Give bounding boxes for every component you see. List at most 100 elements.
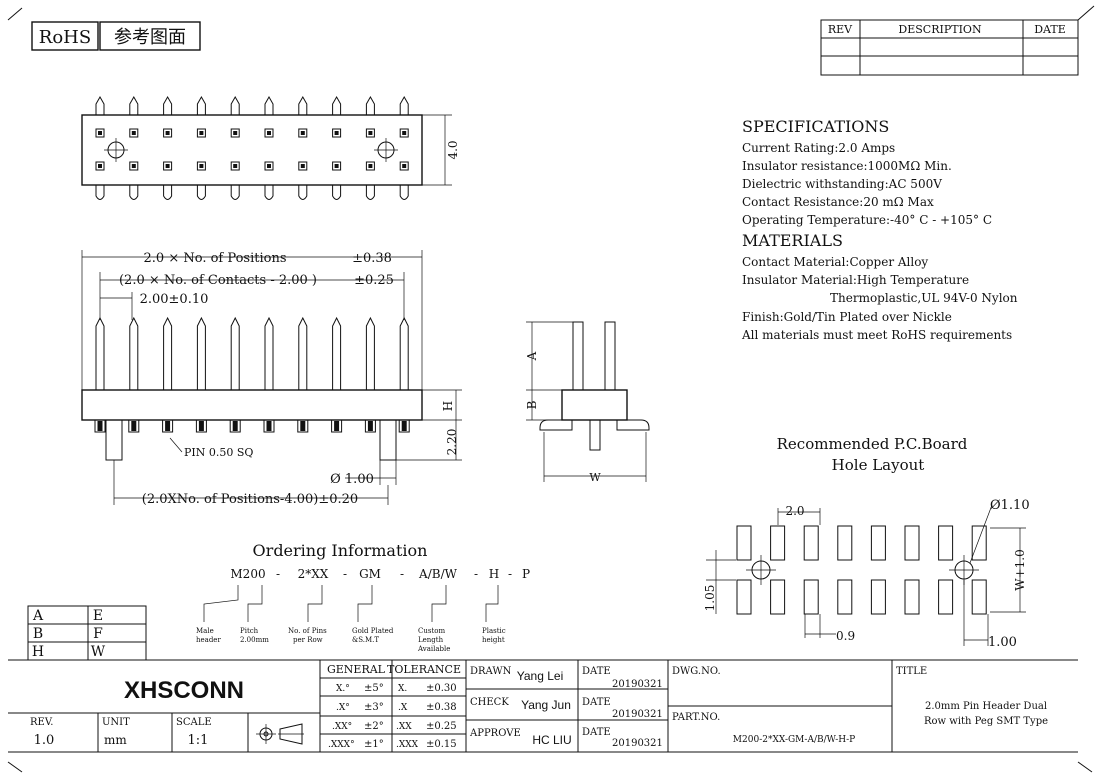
top-pin-tip bbox=[129, 95, 139, 115]
contact-square bbox=[163, 128, 173, 138]
code-abw: A/B/W bbox=[418, 567, 458, 581]
material-line: Thermoplastic,UL 94V-0 Nylon bbox=[830, 291, 1018, 305]
title-block: XHSCONN GENERAL TOLERANCE X.° ±5° X. ±0.… bbox=[8, 659, 1078, 753]
top-pins-upper bbox=[95, 95, 409, 115]
tol-linear: .X bbox=[398, 703, 408, 713]
scale-label: SCALE bbox=[176, 717, 212, 728]
front-pin bbox=[95, 316, 105, 390]
top-pin-tip bbox=[163, 95, 173, 115]
front-tail-core bbox=[401, 421, 407, 431]
w-plus-dim: W+1.0 bbox=[1013, 549, 1027, 590]
code-gm: GM bbox=[359, 567, 381, 581]
pcb-pad-upper bbox=[770, 525, 786, 561]
code-sep: - bbox=[474, 567, 478, 581]
note-line: Length bbox=[418, 636, 444, 644]
top-pins-lower bbox=[95, 185, 409, 200]
top-pin-tail bbox=[365, 185, 375, 200]
top-pin-tip bbox=[196, 95, 206, 115]
code-sep: - bbox=[508, 567, 512, 581]
row-spacing-dim: 1.05 bbox=[703, 585, 717, 612]
projection-symbol-icon bbox=[256, 723, 304, 745]
rohs-badge: RoHS 参考图面 bbox=[31, 21, 201, 51]
contact-square bbox=[129, 128, 139, 138]
tol-angle-value: ±3° bbox=[364, 702, 384, 713]
tol-linear-value: ±0.15 bbox=[426, 739, 457, 750]
peg-diameter-dim: Ø 1.00 bbox=[330, 472, 374, 487]
abh-value: W bbox=[91, 644, 106, 660]
top-view: 4.0 bbox=[81, 95, 460, 200]
pcb-pad-lower bbox=[971, 579, 987, 615]
abh-table: A E B F H W bbox=[27, 605, 147, 661]
tol-angle-value: ±1° bbox=[364, 739, 384, 750]
spec-line: Current Rating:2.0 Amps bbox=[742, 141, 895, 155]
contact-square bbox=[129, 161, 139, 171]
contact-square bbox=[95, 128, 105, 138]
contact-square bbox=[230, 161, 240, 171]
general-label: GENERAL bbox=[327, 663, 386, 676]
pcb-pad-upper bbox=[904, 525, 920, 561]
h-dim: H bbox=[441, 401, 455, 411]
date-label: DATE bbox=[582, 697, 611, 708]
front-tail bbox=[162, 419, 174, 433]
top-pin-tip bbox=[264, 95, 274, 115]
front-tail-core bbox=[198, 421, 204, 431]
contact-square-core bbox=[368, 131, 373, 135]
pcb-title-line1: Recommended P.C.Board bbox=[777, 435, 968, 453]
front-pin bbox=[298, 316, 308, 390]
date-header: DATE bbox=[1034, 23, 1066, 36]
pcb-pad-lower bbox=[770, 579, 786, 615]
front-tail bbox=[229, 419, 241, 433]
code-sep: - bbox=[400, 567, 404, 581]
rev-header: REV bbox=[828, 23, 853, 36]
front-tail bbox=[364, 419, 376, 433]
hole-diameter-dim: Ø1.10 bbox=[990, 498, 1030, 513]
front-tail bbox=[331, 419, 343, 433]
note-line: Plastic bbox=[482, 627, 506, 635]
tol-linear: X. bbox=[398, 684, 407, 694]
pcb-pad-lower bbox=[938, 579, 954, 615]
contact-square-core bbox=[199, 164, 204, 168]
approve-label: APPROVE bbox=[469, 728, 521, 739]
contact-span-tol: ±0.25 bbox=[354, 273, 394, 288]
note-line: Pitch bbox=[240, 627, 259, 635]
front-tail bbox=[263, 419, 275, 433]
pcb-hole-layout: Recommended P.C.Board Hole Layout Ø1.10 … bbox=[703, 435, 1030, 650]
pcb-pad-lower bbox=[870, 579, 886, 615]
note-line: Available bbox=[417, 645, 450, 653]
peg-left bbox=[105, 419, 123, 461]
checked-by: Yang Jun bbox=[521, 698, 571, 712]
front-pins bbox=[95, 316, 409, 390]
abh-value: E bbox=[93, 608, 103, 624]
front-tail bbox=[128, 419, 140, 433]
drawn-date: 20190321 bbox=[612, 679, 663, 690]
material-line: Finish:Gold/Tin Plated over Nickle bbox=[742, 310, 952, 324]
pad-width-dim: 0.9 bbox=[836, 629, 855, 643]
front-tail bbox=[398, 419, 410, 433]
part-number: M200-2*XX-GM-A/B/W-H-P bbox=[733, 735, 855, 745]
specifications: SPECIFICATIONS Current Rating:2.0 Amps I… bbox=[741, 117, 1018, 342]
materials-heading: MATERIALS bbox=[742, 231, 843, 250]
note-line: &S.M.T bbox=[352, 636, 379, 644]
rev-value: 1.0 bbox=[34, 733, 55, 748]
top-pin-tip bbox=[399, 95, 409, 115]
pcb-pad-upper bbox=[803, 525, 819, 561]
front-tail bbox=[195, 419, 207, 433]
contact-square-core bbox=[300, 131, 305, 135]
description-header: DESCRIPTION bbox=[898, 23, 982, 36]
contact-square bbox=[95, 161, 105, 171]
part-no-label: PART.NO. bbox=[672, 712, 720, 723]
tol-angle: X.° bbox=[336, 684, 350, 694]
code-h: H bbox=[489, 567, 499, 581]
peg-distance-dim: (2.0XNo. of Positions-4.00)±0.20 bbox=[142, 492, 358, 507]
code-sep: - bbox=[343, 567, 347, 581]
top-pin-tail bbox=[129, 185, 139, 200]
tol-angle: .XXX° bbox=[328, 740, 355, 750]
top-pin-tail bbox=[230, 185, 240, 200]
tolerance-label: TOLERANCE bbox=[387, 663, 461, 676]
contact-square-core bbox=[199, 131, 204, 135]
note-line: per Row bbox=[293, 636, 323, 644]
pcb-pitch-dim: 2.0 bbox=[785, 504, 804, 518]
ordering-information: Ordering Information M200 - 2*XX - GM - … bbox=[196, 541, 530, 653]
a-dim: A bbox=[525, 351, 539, 361]
